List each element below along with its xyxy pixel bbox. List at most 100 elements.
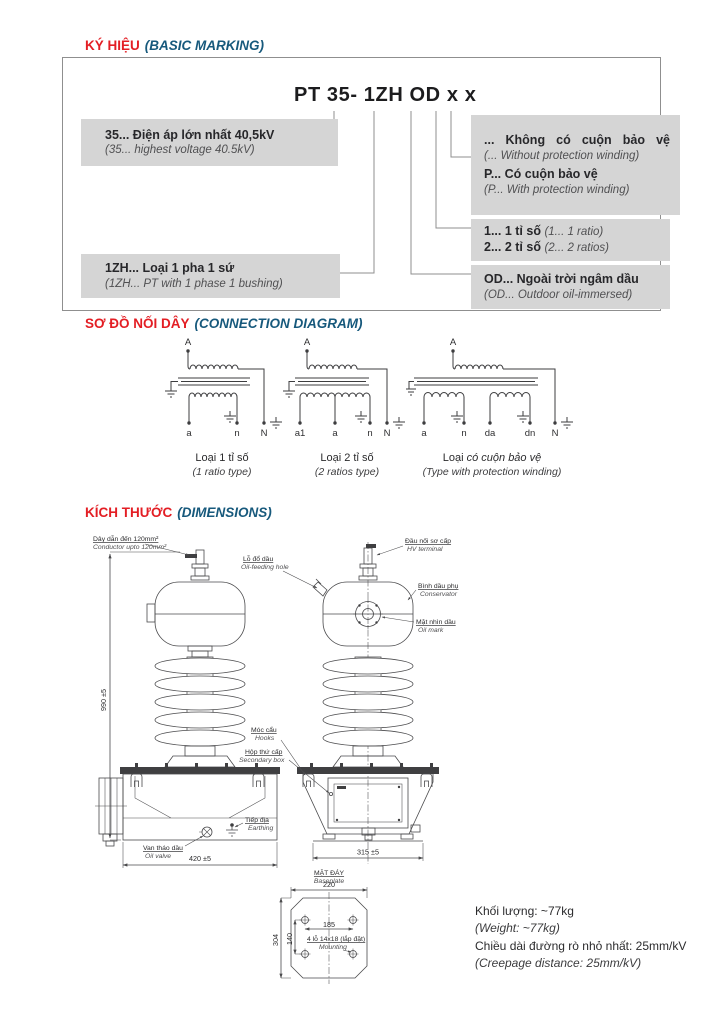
hv-terminal-label-vi: Đầu nối sơ cấp bbox=[405, 536, 451, 545]
terminal-N: N bbox=[552, 428, 559, 439]
front-view: 990 ±5 bbox=[95, 549, 280, 868]
dim-304: 304 bbox=[271, 934, 280, 946]
oil-valve-label-vi: Van tháo dầu bbox=[143, 843, 183, 852]
dimension-drawing: 990 ±5 bbox=[93, 534, 459, 984]
hooks-label-en: Hooks bbox=[255, 735, 275, 742]
connection-diagram-1-ratio: A a n N Loại 1 tỉ số (1 ratio type) bbox=[158, 335, 286, 479]
voltage-vi: 35... Điện áp lớn nhất 40,5kV bbox=[105, 127, 275, 142]
dimensions-heading-vi: KÍCH THƯỚC bbox=[85, 505, 173, 520]
conductor-label-vi: Dây dẫn đến 120mm² bbox=[93, 534, 159, 543]
secondary-box-label-vi: Hộp thứ cấp bbox=[245, 747, 283, 756]
connection-diagram-2-ratios: A a1 a n N Loại 2 tỉ số (2 ratios type) bbox=[283, 335, 411, 479]
baseplate-label-en: Baseplate bbox=[314, 878, 344, 885]
mounting-hole bbox=[347, 948, 359, 960]
marking-heading: KÝ HIỆU (BASIC MARKING) bbox=[85, 38, 264, 53]
prot-none-vi: ... Không có cuộn bảo vệ bbox=[484, 133, 670, 147]
terminal-dn: dn bbox=[525, 428, 536, 439]
mounting-label-en: Mounting bbox=[319, 944, 347, 951]
connection-heading-vi: SƠ ĐỒ NỐI DÂY bbox=[85, 316, 190, 331]
dim-420: 420 ±5 bbox=[189, 854, 211, 863]
outdoor-en: (OD... Outdoor oil-immersed) bbox=[484, 288, 633, 301]
earthing-label-en: Earthing bbox=[248, 825, 274, 832]
terminal-n: n bbox=[234, 428, 239, 439]
dim-220: 220 bbox=[323, 880, 335, 889]
hook bbox=[252, 773, 265, 787]
side-view: 315 ±5 bbox=[297, 542, 439, 864]
secondary-box-label-en: Secondary box bbox=[239, 757, 285, 764]
marking-box-type: 1ZH... Loại 1 pha 1 sứ (1ZH... PT with 1… bbox=[81, 254, 340, 298]
marking-diagram-box: PT 35- 1ZH OD x x 35... Điện áp lớn nhất… bbox=[62, 57, 680, 311]
hooks-label-vi: Móc cẩu bbox=[251, 726, 277, 734]
ratio1-en: (1... 1 ratio) bbox=[544, 226, 604, 239]
oil-valve-label-en: Oil valve bbox=[145, 853, 171, 860]
mounting-hole bbox=[299, 948, 311, 960]
dimensions-heading-en: (DIMENSIONS) bbox=[177, 505, 272, 520]
marking-box-ratio: 1... 1 tỉ số (1... 1 ratio) 2... 2 tỉ số… bbox=[471, 219, 670, 261]
type-en: (1ZH... PT with 1 phase 1 bushing) bbox=[105, 277, 283, 290]
baseplate-label-vi: MẶT ĐÁY bbox=[314, 868, 345, 877]
dim-140: 140 bbox=[285, 933, 294, 945]
marking-heading-en: (BASIC MARKING) bbox=[144, 38, 265, 53]
terminal-a: a bbox=[332, 428, 338, 439]
baseplate-view: MẶT ĐÁY Baseplate 220 185 140 304 4 lỗ 1… bbox=[271, 868, 368, 984]
oil-hole-label-vi: Lỗ đổ dầu bbox=[243, 554, 273, 563]
dim-315: 315 ±5 bbox=[357, 848, 379, 857]
marking-box-voltage: 35... Điện áp lớn nhất 40,5kV (35... hig… bbox=[81, 119, 338, 166]
connection-heading: SƠ ĐỒ NỐI DÂY (CONNECTION DIAGRAM) bbox=[85, 316, 363, 331]
hook bbox=[420, 773, 433, 787]
prot-none-en: (... Without protection winding) bbox=[484, 149, 640, 162]
hook bbox=[130, 773, 143, 787]
mounting-hole bbox=[299, 914, 311, 926]
voltage-en: (35... highest voltage 40.5kV) bbox=[105, 144, 255, 157]
ratio2-line: 2... 2 tỉ số (2... 2 ratios) bbox=[484, 240, 610, 254]
prot-with-en: (P... With protection winding) bbox=[484, 183, 630, 196]
creepage-note-en: (Creepage distance: 25mm/kV) bbox=[475, 956, 642, 971]
ratio1-line: 1... 1 tỉ số (1... 1 ratio) bbox=[484, 224, 604, 239]
conservator-label-en: Conservator bbox=[420, 591, 458, 598]
oil-mark-label-en: Oil mark bbox=[418, 627, 444, 634]
type-vi: 1ZH... Loại 1 pha 1 sứ bbox=[105, 261, 235, 275]
outdoor-vi: OD... Ngoài trời ngâm dầu bbox=[484, 272, 639, 286]
dimensions-heading: KÍCH THƯỚC (DIMENSIONS) bbox=[85, 505, 272, 520]
terminal-n: n bbox=[367, 428, 372, 439]
hv-terminal-label-en: HV terminal bbox=[407, 546, 443, 553]
earthing-label-vi: Tiếp địa bbox=[245, 815, 269, 824]
connection-diagram-protection: A a n da dn N Loại có cuộn bảo vệ (Type … bbox=[406, 335, 578, 479]
oil-hole-label-en: Oil-feeding hole bbox=[241, 564, 289, 571]
mounting-label-vi: 4 lỗ 14x18 (lắp đặt) bbox=[307, 934, 365, 943]
terminal-A: A bbox=[185, 337, 192, 348]
dim-185: 185 bbox=[323, 920, 335, 929]
diagram-2-label: Loại 2 tỉ số (2 ratios type) bbox=[314, 452, 380, 478]
terminal-N: N bbox=[261, 428, 268, 439]
winding-diagram-3: A a n da dn N bbox=[406, 337, 573, 439]
marking-box-protection: ... Không có cuộn bảo vệ (... Without pr… bbox=[471, 115, 680, 215]
terminal-n: n bbox=[461, 428, 466, 439]
weight-note-en: (Weight: ~77kg) bbox=[475, 921, 560, 936]
ratio2-en: (2... 2 ratios) bbox=[544, 242, 610, 254]
terminal-A: A bbox=[450, 337, 457, 348]
terminal-A: A bbox=[304, 337, 311, 348]
terminal-a1: a1 bbox=[295, 428, 306, 439]
marking-box-outdoor: OD... Ngoài trời ngâm dầu (OD... Outdoor… bbox=[471, 265, 670, 309]
oil-mark-label-vi: Mặt nhìn dầu bbox=[416, 617, 456, 626]
terminal-a: a bbox=[186, 428, 192, 439]
creepage-note-vi: Chiều dài đường rò nhỏ nhất: 25mm/kV bbox=[475, 938, 687, 953]
spec-notes: Khối lượng: ~77kg (Weight: ~77kg) Chiều … bbox=[475, 903, 686, 973]
terminal-N: N bbox=[384, 428, 391, 439]
connection-heading-en: (CONNECTION DIAGRAM) bbox=[194, 316, 363, 331]
dim-990: 990 ±5 bbox=[99, 689, 108, 711]
winding-diagram-2: A a1 a n N bbox=[283, 337, 405, 439]
diagram-1-label: Loại 1 tỉ số (1 ratio type) bbox=[192, 452, 252, 478]
marking-heading-vi: KÝ HIỆU bbox=[85, 38, 140, 53]
prot-with-vi: P... Có cuộn bảo vệ bbox=[484, 167, 598, 181]
product-code: PT 35- 1ZH OD x x bbox=[294, 84, 477, 106]
weight-note-vi: Khối lượng: ~77kg bbox=[475, 904, 574, 918]
drawing-callouts: Dây dẫn đến 120mm² Conductor upto 120mm²… bbox=[93, 534, 459, 860]
conservator-label-vi: Bình dầu phụ bbox=[418, 581, 459, 590]
diagram-3-label: Loại có cuộn bảo vệ (Type with protectio… bbox=[422, 452, 562, 478]
winding-diagram-1: A a n N bbox=[165, 337, 282, 439]
terminal-da: da bbox=[485, 428, 496, 439]
conductor-label-en: Conductor upto 120mm² bbox=[93, 544, 167, 551]
mounting-hole bbox=[347, 914, 359, 926]
